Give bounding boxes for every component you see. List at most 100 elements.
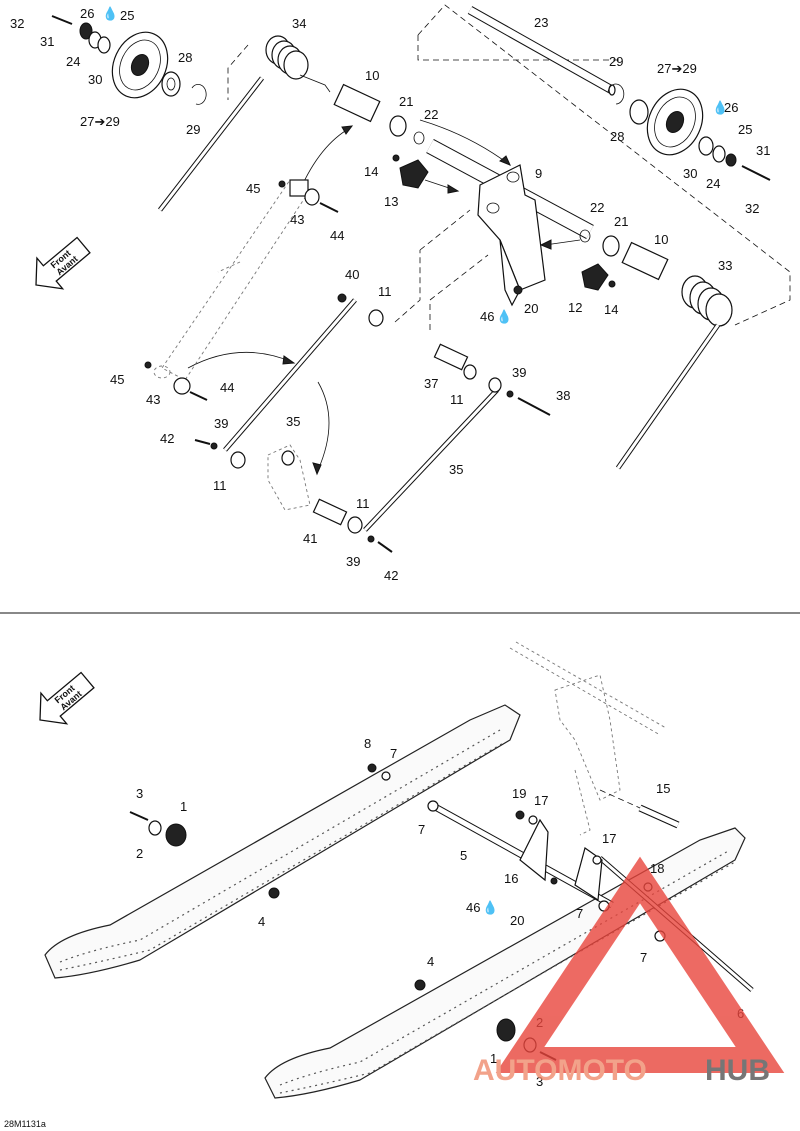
nut-4-right <box>414 979 426 991</box>
grease-fitting-20 <box>550 877 558 885</box>
callout-b-7-a: 7 <box>390 746 397 761</box>
callout-b-18: 18 <box>650 861 664 876</box>
flow-arrow-3 <box>187 351 293 369</box>
callout-b-4-left: 4 <box>258 914 265 929</box>
slide-rail-left <box>44 704 521 979</box>
stopper-block-13 <box>399 159 429 189</box>
dash-axle-group <box>417 4 791 326</box>
callout-b-7-d: 7 <box>640 950 647 965</box>
callout-14-lower: 14 <box>604 302 618 317</box>
upper-arm-9 <box>333 83 669 307</box>
callout-28-right: 28 <box>610 129 624 144</box>
dash-link-right <box>429 254 489 330</box>
bracket-16-left <box>519 818 549 882</box>
callout-43-lower: 43 <box>146 392 160 407</box>
callout-b-8: 8 <box>364 736 371 751</box>
callout-29-left: 29 <box>186 122 200 137</box>
bushing-1-right <box>496 1018 516 1042</box>
callout-11-d: 11 <box>356 496 370 511</box>
link-rod-35-upper <box>194 293 384 469</box>
callout-46: 46 <box>480 309 494 324</box>
callout-35-upper: 35 <box>286 414 300 429</box>
washer-7-a <box>381 771 391 781</box>
callout-32-left: 32 <box>10 16 24 31</box>
watermark-logo: AUTOMOTO HUB <box>473 856 785 1087</box>
callout-44-upper: 44 <box>330 228 344 243</box>
callout-b-5: 5 <box>460 848 467 863</box>
callout-b-3-right: 3 <box>536 1074 543 1089</box>
flow-arrow-4-head <box>312 462 322 476</box>
lube-drop-icon-right: 💧 <box>712 100 728 115</box>
nut-8 <box>367 763 377 773</box>
callout-13: 13 <box>384 194 398 209</box>
callout-34: 34 <box>292 16 306 31</box>
flow-arrow-1-head <box>499 155 511 166</box>
callout-24-left: 24 <box>66 54 80 69</box>
lube-drop-icon-46: 💧 <box>496 309 512 324</box>
callout-24-right: 24 <box>706 176 720 191</box>
callout-35-lower: 35 <box>449 462 463 477</box>
callout-11-a: 11 <box>378 284 392 299</box>
callout-45-lower: 45 <box>110 372 124 387</box>
callout-39-b: 39 <box>214 416 228 431</box>
callout-26-left: 26 <box>80 6 94 21</box>
flow-arrow-1 <box>419 119 511 166</box>
callout-b-7-b: 7 <box>418 822 425 837</box>
watermark-text-b: HUB <box>705 1054 770 1087</box>
shock-absorber-ghost <box>144 179 339 401</box>
callout-10-lower: 10 <box>654 232 668 247</box>
washer-7-b <box>427 800 439 812</box>
callout-40: 40 <box>345 267 359 282</box>
callout-33: 33 <box>718 258 732 273</box>
dash-link-top <box>394 250 421 323</box>
spring-33 <box>615 275 733 470</box>
nut-4-left <box>268 887 280 899</box>
figure-code: 28M1131a <box>4 1119 46 1129</box>
bolt-3-left <box>129 811 149 821</box>
callout-43-upper: 43 <box>290 212 304 227</box>
upper-arm-ghost <box>509 641 667 836</box>
callout-b-3-left: 3 <box>136 786 143 801</box>
lower-bracket-ghost <box>267 444 348 526</box>
callout-12: 12 <box>568 300 582 315</box>
nut-14-left <box>392 154 400 162</box>
spring-34 <box>158 35 331 212</box>
callout-37: 37 <box>424 376 438 391</box>
flow-arrow-5-head <box>447 184 460 194</box>
dash-link-top-2 <box>419 209 471 251</box>
sleeve-2-left <box>148 820 162 836</box>
washer-17-b <box>592 855 602 865</box>
callout-23: 23 <box>534 15 548 30</box>
watermark-triangle-icon <box>495 856 785 1073</box>
callout-11-c: 11 <box>213 478 227 493</box>
shaft-15 <box>599 789 680 829</box>
stopper-block-12 <box>581 263 609 291</box>
callout-22-upper: 22 <box>424 107 438 122</box>
idler-wheel-left <box>51 15 207 105</box>
callout-30-right: 30 <box>683 166 697 181</box>
callout-b-2-left: 2 <box>136 846 143 861</box>
callout-22-lower: 22 <box>590 200 604 215</box>
callout-41: 41 <box>303 531 317 546</box>
nut-14-right <box>608 280 616 288</box>
flow-arrow-3-head <box>282 355 296 365</box>
top-callouts: 32 26 💧 25 31 24 30 28 27➔29 29 34 10 21… <box>10 6 770 583</box>
lube-drop-icon: 💧 <box>102 6 118 21</box>
callout-b-7-c: 7 <box>576 906 583 921</box>
callout-b-15: 15 <box>656 781 670 796</box>
callout-b-16: 16 <box>504 871 518 886</box>
bottom-callouts: 8 7 3 1 2 7 19 17 15 5 17 18 16 4 46 💧 2… <box>136 736 744 1089</box>
callout-14-upper: 14 <box>364 164 378 179</box>
watermark-text-a: AUTOMOTO <box>473 1054 647 1087</box>
callout-45-upper: 45 <box>246 181 260 196</box>
callout-21-lower: 21 <box>614 214 628 229</box>
flow-arrow-4 <box>317 381 330 471</box>
front-arrow-bottom: Front Avant <box>39 671 95 725</box>
callout-27-29-left: 27➔29 <box>80 114 120 129</box>
callout-38: 38 <box>556 388 570 403</box>
callout-26-right: 26 <box>724 100 738 115</box>
callout-21-upper: 21 <box>399 94 413 109</box>
top-assembly: Front Avant <box>35 4 791 553</box>
callout-b-17-b: 17 <box>602 831 616 846</box>
callout-b-20: 20 <box>510 913 524 928</box>
